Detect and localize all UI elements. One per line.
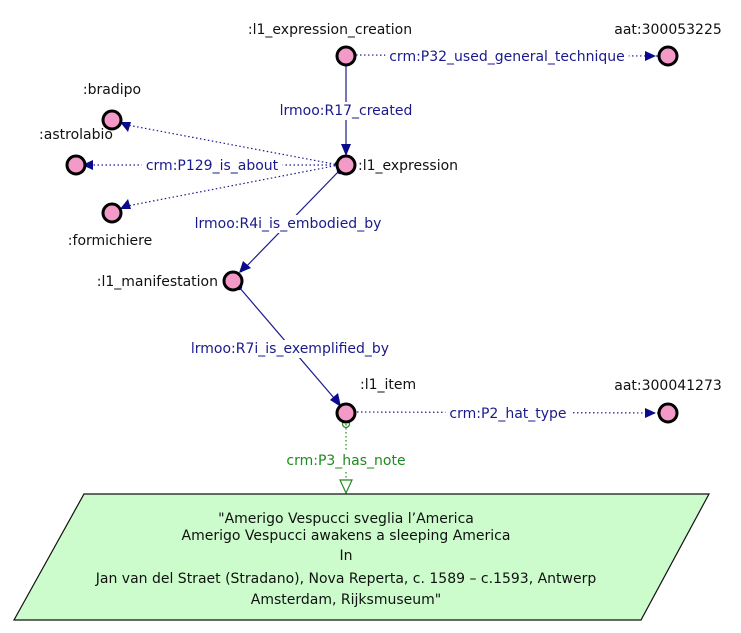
edge-p129[interactable]: crm:P129_is_about: [82, 122, 342, 209]
node-formichiere[interactable]: :formichiere: [68, 202, 152, 249]
node-aat-300041273[interactable]: aat:300041273: [614, 378, 722, 424]
edge-label-p2: crm:P2_hat_type: [449, 406, 566, 422]
arrowhead-icon: [82, 160, 93, 170]
note-line: In: [339, 548, 352, 564]
arrowhead-icon: [239, 261, 251, 273]
edge-label-r17: lrmoo:R17_created: [280, 103, 413, 119]
node-label: :astrolabio: [39, 127, 113, 143]
edge-label-r7i: lrmoo:R7i_is_exemplified_by: [191, 341, 389, 357]
edge-label-p32: crm:P32_used_general_technique: [389, 49, 625, 65]
node-label: :l1_item: [360, 377, 416, 393]
edge-r7i[interactable]: lrmoo:R7i_is_exemplified_by: [186, 283, 394, 407]
literal-note[interactable]: "Amerigo Vespucci sveglia l’America Amer…: [12, 493, 711, 621]
node-astrolabio[interactable]: :astrolabio: [39, 127, 113, 176]
edge-p32[interactable]: crm:P32_used_general_technique: [349, 48, 661, 66]
arrowhead-icon: [645, 51, 656, 61]
edge-p2[interactable]: crm:P2_hat_type: [349, 405, 661, 423]
node-label: :formichiere: [68, 233, 152, 249]
edge-r17[interactable]: lrmoo:R17_created: [275, 59, 417, 156]
arrowhead-icon: [330, 393, 341, 407]
node-label: :l1_expression: [358, 158, 458, 174]
node-expression-creation[interactable]: :l1_expression_creation: [248, 22, 412, 67]
node-manifestation[interactable]: :l1_manifestation: [97, 270, 244, 292]
node-label: :l1_manifestation: [97, 274, 218, 290]
node-label: aat:300041273: [614, 378, 722, 394]
node-label: :bradipo: [83, 82, 141, 98]
node-label: aat:300053225: [614, 22, 722, 38]
hollow-arrowhead-icon: [339, 479, 353, 495]
arrowhead-icon: [341, 144, 351, 156]
arrowhead-icon: [120, 122, 131, 132]
arrowhead-icon: [645, 408, 656, 418]
node-item[interactable]: :l1_item: [335, 377, 416, 424]
note-line: Amerigo Vespucci awakens a sleeping Amer…: [182, 528, 511, 544]
edge-label-p3: crm:P3_has_note: [286, 453, 405, 469]
node-label: :l1_expression_creation: [248, 22, 412, 38]
arrowhead-icon: [120, 199, 131, 209]
note-line: Amsterdam, Rijksmuseum": [251, 592, 441, 608]
note-line: Jan van del Straet (Stradano), Nova Repe…: [95, 571, 597, 587]
node-aat-300053225[interactable]: aat:300053225: [614, 22, 722, 67]
note-line: "Amerigo Vespucci sveglia l’America: [218, 511, 474, 527]
node-expression[interactable]: :l1_expression: [335, 154, 458, 176]
edge-label-p129: crm:P129_is_about: [146, 158, 279, 174]
edge-p3[interactable]: crm:P3_has_note: [282, 419, 410, 495]
note-shape: [12, 493, 711, 621]
edge-label-r4i: lrmoo:R4i_is_embodied_by: [195, 216, 382, 232]
node-bradipo[interactable]: :bradipo: [83, 82, 141, 131]
edge-r4i[interactable]: lrmoo:R4i_is_embodied_by: [190, 167, 386, 273]
